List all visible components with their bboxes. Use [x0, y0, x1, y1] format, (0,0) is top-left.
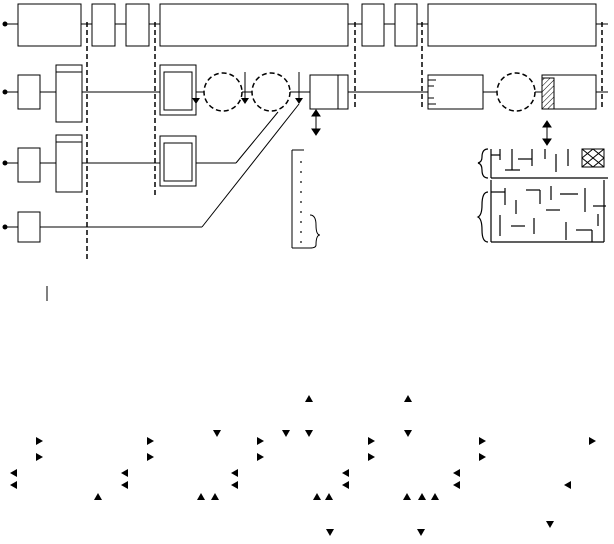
left-arrow-icon: [121, 481, 128, 489]
right-arrow-icon: [36, 437, 43, 445]
down-arrows-row2: [195, 72, 300, 100]
up-arrow-icon: [197, 493, 205, 500]
up-arrow-icon: [403, 493, 411, 500]
up-arrow-icon: [325, 493, 333, 500]
dotted-column-dots: [300, 161, 302, 243]
right-grid-upper: [477, 148, 608, 179]
top-block-6: [394, 3, 418, 47]
row2-output-block: [309, 74, 349, 110]
row2-dashed-circle-2: [251, 72, 291, 112]
input-terminal-dots: [2, 21, 8, 230]
right-arrow-icon: [368, 437, 375, 445]
third-row: [5, 111, 279, 193]
down-arrow-icon: [305, 430, 313, 437]
down-arrow-icon: [326, 529, 334, 536]
row2-tall-block: [55, 64, 83, 123]
left-arrow-icon: [121, 469, 128, 477]
up-arrow-icon: [94, 493, 102, 500]
top-block-2: [91, 3, 116, 47]
row2-right-dashed-circle: [496, 72, 536, 112]
double-arrows: [311, 109, 552, 146]
up-arrow-icon: [313, 493, 321, 500]
row4-small-block: [17, 211, 41, 243]
row3-nested-block-inner: [163, 142, 193, 182]
left-arrow-icon: [231, 469, 238, 477]
dotted-column: [291, 149, 321, 249]
right-arrow-icon: [257, 437, 264, 445]
row2-small-block: [17, 74, 41, 110]
down-arrow-icon: [546, 521, 554, 528]
left-arrow-icon: [10, 481, 17, 489]
row3-nested-block-outer: [159, 135, 197, 187]
down-arrowheads: [192, 98, 303, 104]
top-row: [5, 3, 608, 47]
row2-nested-block-inner: [163, 71, 193, 111]
right-arrow-icon: [479, 437, 486, 445]
right-arrow-icon: [368, 453, 375, 461]
left-arrow-icon: [10, 469, 17, 477]
down-arrow-icon: [417, 529, 425, 536]
right-arrow-icon: [147, 437, 154, 445]
hatched-region: [541, 77, 555, 110]
down-arrow-icon: [282, 430, 290, 437]
down-arrow-icon: [404, 430, 412, 437]
right-arrow-icon: [147, 453, 154, 461]
left-arrow-icon: [342, 481, 349, 489]
left-arrow-icon: [564, 481, 571, 489]
crosshatched-region: [581, 148, 605, 168]
left-arrow-icon: [231, 481, 238, 489]
top-block-long: [159, 3, 349, 47]
left-arrow-icon: [453, 469, 460, 477]
row3-tall-block: [55, 134, 83, 193]
dashed-separators: [86, 22, 603, 262]
right-arrow-icon: [589, 437, 596, 445]
up-arrow-icon: [431, 493, 439, 500]
top-block-1: [17, 3, 82, 47]
right-arrow-icon: [479, 453, 486, 461]
arrowhead-field: [10, 395, 596, 536]
row3-small-block: [17, 147, 41, 183]
row2-right-block: [427, 74, 484, 110]
left-arrow-icon: [342, 469, 349, 477]
top-block-3: [125, 3, 150, 47]
right-grid-lower: [476, 180, 606, 243]
left-arrow-icon: [453, 481, 460, 489]
right-arrow-icon: [36, 453, 43, 461]
up-arrow-icon: [418, 493, 426, 500]
up-arrow-icon: [305, 395, 313, 402]
right-arrow-icon: [257, 453, 264, 461]
up-arrow-icon: [404, 395, 412, 402]
second-row: [5, 64, 608, 123]
down-arrow-icon: [213, 430, 221, 437]
top-block-5: [361, 3, 385, 47]
row2-dashed-circle-1: [203, 72, 243, 112]
right-block-ticks: [428, 79, 436, 105]
up-arrow-icon: [211, 493, 219, 500]
fourth-row: [5, 103, 300, 243]
top-block-right-long: [427, 3, 597, 47]
